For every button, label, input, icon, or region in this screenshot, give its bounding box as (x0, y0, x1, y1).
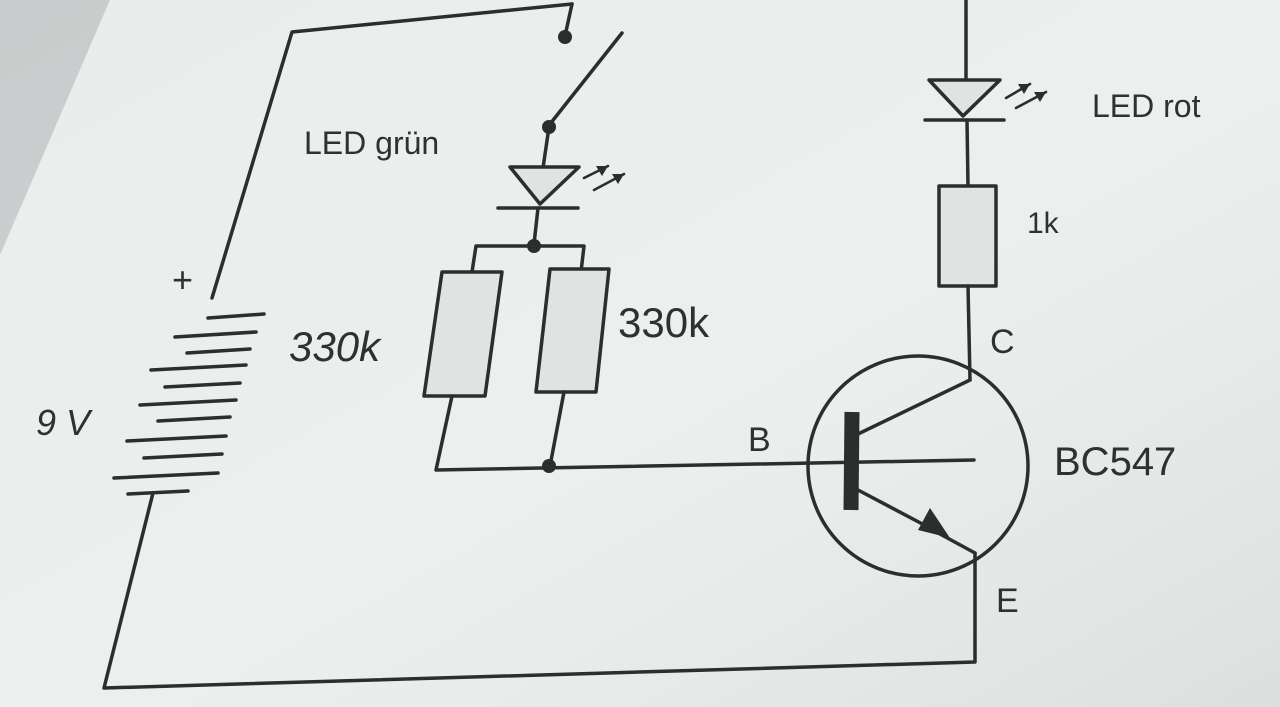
battery-plate (112, 471, 220, 480)
battery-plate (173, 330, 258, 339)
led-green-arrowhead (596, 166, 608, 176)
led-red-triangle (927, 78, 1002, 118)
battery-plate (125, 434, 228, 443)
battery-plate (206, 312, 266, 320)
transistor-bc547 (806, 354, 1030, 578)
battery-plate (185, 347, 252, 355)
label-pin-base: B (748, 421, 771, 459)
transistor-base-bar (843, 411, 860, 511)
junction-dot (542, 459, 556, 473)
label-led-red: LED rot (1092, 88, 1201, 124)
wire-led-node (532, 206, 540, 246)
battery-plate (149, 363, 248, 372)
label-transistor: BC547 (1054, 440, 1177, 484)
led-red (923, 78, 1048, 122)
resistor-330k-left (422, 270, 504, 398)
battery-9v (112, 312, 266, 496)
switch-contact (558, 30, 572, 44)
led-green (496, 164, 626, 246)
battery-plate (163, 381, 242, 389)
label-pin-collector: C (990, 323, 1015, 361)
wire-ground-rail (102, 491, 977, 690)
transistor-body (806, 354, 1030, 578)
battery-plate (138, 398, 238, 407)
led-green-arrowhead (612, 174, 624, 184)
wire-resistor-join (548, 390, 566, 468)
resistor-330k-right (534, 267, 611, 394)
wire-led-resistor (965, 118, 970, 188)
transistor-collector-lead (856, 378, 972, 436)
wire-collector (966, 284, 972, 382)
battery-plate (142, 452, 224, 460)
wire-base (434, 394, 976, 472)
switch-lever (548, 31, 624, 126)
label-battery-voltage: 9 V (36, 402, 91, 443)
battery-plate (156, 415, 232, 423)
wire-resistor-split (470, 244, 586, 274)
battery-plate (126, 489, 190, 496)
wire-battery-positive (210, 2, 574, 300)
label-resistor-330k-right: 330k (618, 299, 710, 346)
label-battery-plus: + (172, 259, 194, 300)
label-resistor-330k-left: 330k (289, 323, 381, 370)
transistor-emitter-lead (856, 488, 932, 530)
transistor-emitter-lead (938, 532, 977, 555)
wire-switch-led (541, 125, 551, 170)
label-pin-emitter: E (996, 582, 1019, 620)
resistor-1k (937, 184, 998, 288)
led-red-arrowhead (1018, 84, 1030, 94)
label-resistor-1k: 1k (1027, 207, 1059, 240)
label-led-green: LED grün (304, 125, 440, 161)
transistor-emitter-arrow (918, 508, 950, 538)
led-green-triangle (508, 165, 581, 206)
switch (541, 2, 624, 170)
led-red-arrowhead (1034, 92, 1046, 102)
